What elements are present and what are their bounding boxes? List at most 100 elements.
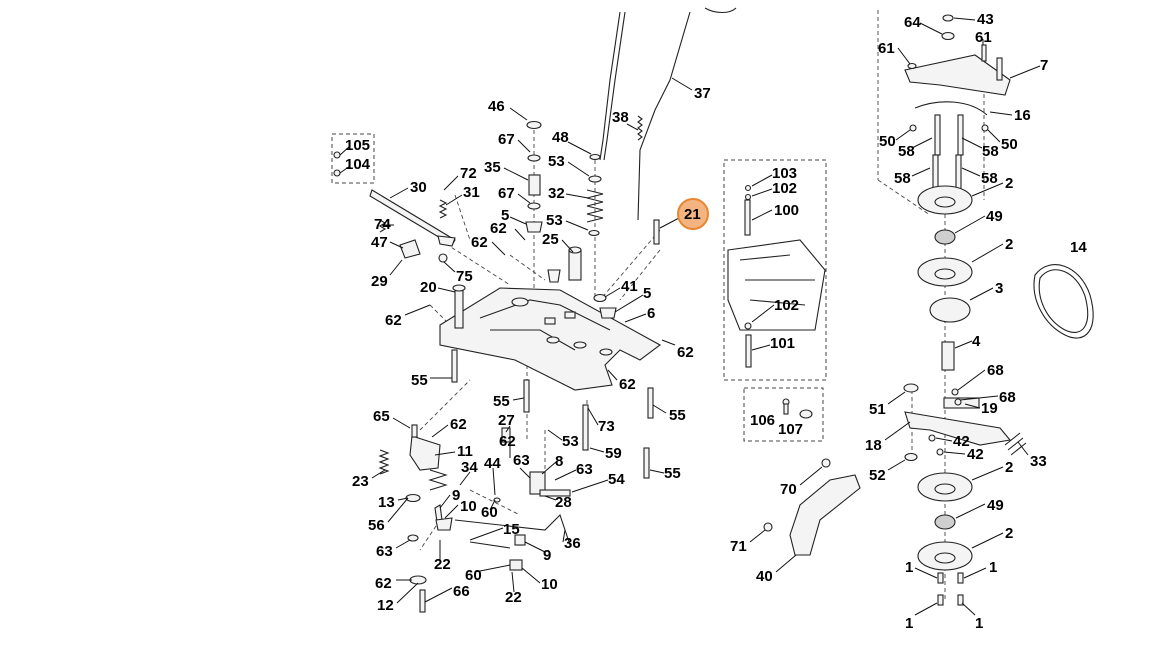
part-label[interactable]: 71 [730, 538, 747, 555]
part-label[interactable]: 58 [981, 170, 998, 187]
part-label[interactable]: 55 [664, 465, 681, 482]
part-label[interactable]: 64 [904, 14, 921, 31]
part-label[interactable]: 63 [576, 461, 593, 478]
part-label[interactable]: 56 [368, 517, 385, 534]
part-label[interactable]: 2 [1005, 236, 1013, 253]
part-label[interactable]: 1 [905, 615, 913, 632]
part-label[interactable]: 104 [345, 156, 371, 173]
part-label[interactable]: 23 [352, 473, 369, 490]
part-label[interactable]: 1 [989, 559, 997, 576]
part-label[interactable]: 102 [772, 180, 797, 197]
part-label[interactable]: 58 [894, 170, 911, 187]
part-label[interactable]: 27 [498, 412, 515, 429]
part-label[interactable]: 11 [457, 443, 473, 460]
part-label[interactable]: 55 [493, 393, 510, 410]
part-label[interactable]: 43 [977, 11, 994, 28]
part-label[interactable]: 52 [869, 467, 886, 484]
part-label[interactable]: 1 [905, 559, 913, 576]
part-label[interactable]: 48 [552, 129, 569, 146]
part-label[interactable]: 19 [981, 400, 998, 417]
part-label[interactable]: 1 [975, 615, 983, 632]
part-label[interactable]: 4 [972, 333, 981, 350]
part-label[interactable]: 67 [498, 131, 515, 148]
part-label[interactable]: 37 [694, 85, 711, 102]
part-label[interactable]: 49 [986, 208, 1003, 225]
part-label[interactable]: 62 [450, 416, 467, 433]
part-label[interactable]: 68 [999, 389, 1016, 406]
part-label[interactable]: 63 [513, 452, 530, 469]
part-label[interactable]: 105 [345, 137, 370, 154]
part-label[interactable]: 30 [410, 179, 427, 196]
part-label[interactable]: 3 [995, 280, 1003, 297]
part-label[interactable]: 62 [471, 234, 488, 251]
part-label[interactable]: 58 [898, 143, 915, 160]
part-label[interactable]: 62 [375, 575, 392, 592]
part-label[interactable]: 68 [987, 362, 1004, 379]
highlighted-part-marker[interactable] [677, 198, 709, 230]
part-label[interactable]: 32 [548, 185, 565, 202]
part-label[interactable]: 62 [677, 344, 694, 361]
part-label[interactable]: 2 [1005, 525, 1013, 542]
part-label[interactable]: 66 [453, 583, 470, 600]
part-label[interactable]: 18 [865, 437, 882, 454]
part-label[interactable]: 55 [669, 407, 686, 424]
part-label[interactable]: 40 [756, 568, 773, 585]
part-label[interactable]: 62 [385, 312, 402, 329]
part-label[interactable]: 54 [608, 471, 625, 488]
part-label[interactable]: 12 [377, 597, 394, 614]
part-label[interactable]: 13 [378, 494, 395, 511]
part-label[interactable]: 50 [1001, 136, 1018, 153]
part-label[interactable]: 106 [750, 412, 775, 429]
part-label[interactable]: 35 [484, 159, 501, 176]
highlighted-part-label[interactable]: 21 [684, 206, 701, 223]
part-label[interactable]: 31 [463, 184, 480, 201]
part-label[interactable]: 7 [1040, 57, 1048, 74]
part-label[interactable]: 61 [975, 29, 992, 46]
part-label[interactable]: 36 [564, 535, 581, 552]
part-label[interactable]: 67 [498, 185, 515, 202]
part-label[interactable]: 8 [555, 453, 563, 470]
part-label[interactable]: 102 [774, 297, 799, 314]
part-label[interactable]: 5 [643, 285, 651, 302]
part-label[interactable]: 62 [499, 433, 516, 450]
part-label[interactable]: 103 [772, 165, 797, 182]
part-label[interactable]: 59 [605, 445, 622, 462]
part-label[interactable]: 22 [505, 589, 522, 606]
part-label[interactable]: 49 [987, 497, 1004, 514]
part-label[interactable]: 5 [501, 207, 509, 224]
part-label[interactable]: 14 [1070, 239, 1087, 256]
part-label[interactable]: 44 [484, 455, 501, 472]
part-label[interactable]: 58 [982, 143, 999, 160]
part-label[interactable]: 42 [967, 446, 984, 463]
part-label[interactable]: 47 [371, 234, 388, 251]
part-label[interactable]: 100 [774, 202, 799, 219]
part-label[interactable]: 9 [452, 487, 460, 504]
part-label[interactable]: 22 [434, 556, 451, 573]
part-label[interactable]: 2 [1005, 459, 1013, 476]
part-label[interactable]: 46 [488, 98, 505, 115]
part-label[interactable]: 55 [411, 372, 428, 389]
part-label[interactable]: 28 [555, 494, 572, 511]
part-label[interactable]: 20 [420, 279, 437, 296]
part-label[interactable]: 101 [770, 335, 795, 352]
part-label[interactable]: 29 [371, 273, 388, 290]
part-label[interactable]: 6 [647, 305, 655, 322]
part-label[interactable]: 51 [869, 401, 886, 418]
part-label[interactable]: 42 [953, 433, 970, 450]
part-label[interactable]: 61 [878, 40, 895, 57]
part-label[interactable]: 62 [490, 220, 507, 237]
part-label[interactable]: 25 [542, 231, 559, 248]
part-label[interactable]: 41 [621, 278, 638, 295]
part-label[interactable]: 65 [373, 408, 390, 425]
part-label[interactable]: 60 [481, 504, 498, 521]
part-label[interactable]: 2 [1005, 175, 1013, 192]
part-label[interactable]: 107 [778, 421, 803, 438]
part-label[interactable]: 50 [879, 133, 896, 150]
part-label[interactable]: 16 [1014, 107, 1031, 124]
part-label[interactable]: 72 [460, 165, 477, 182]
part-label[interactable]: 53 [562, 433, 579, 450]
part-label[interactable]: 62 [619, 376, 636, 393]
part-label[interactable]: 53 [546, 212, 563, 229]
part-label[interactable]: 75 [456, 268, 473, 285]
part-label[interactable]: 73 [598, 418, 615, 435]
